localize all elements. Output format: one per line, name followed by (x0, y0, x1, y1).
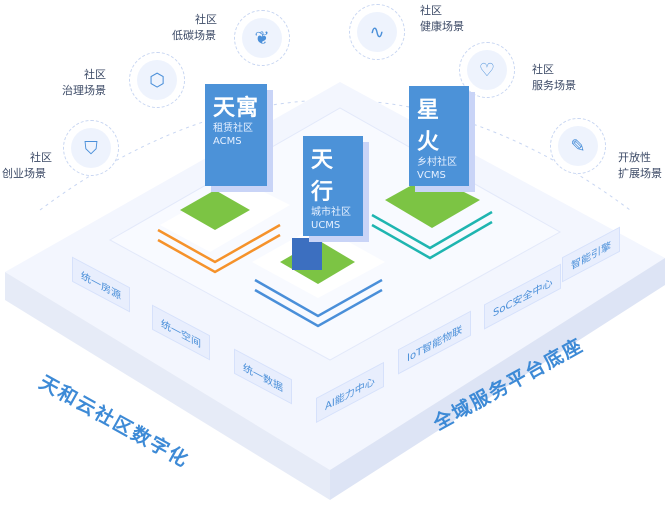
hexagon-icon: ⬡ (137, 60, 177, 100)
product-code: VCMS (417, 170, 446, 181)
scenario-extension[interactable]: ✎ (550, 118, 606, 174)
product-flag-ucms[interactable]: 天行 城市社区 UCMS (303, 136, 363, 236)
scenario-label: 社区 (195, 13, 217, 26)
product-flag-acms[interactable]: 天寓 租赁社区 ACMS (205, 84, 267, 186)
scenario-label: 服务场景 (532, 79, 576, 92)
product-title: 天寓 (213, 96, 260, 121)
heart-hand-icon: ♡ (467, 50, 507, 90)
scenario-governance[interactable]: ⬡ (129, 52, 185, 108)
heartbeat-icon: ∿ (357, 12, 397, 52)
scenario-health[interactable]: ∿ (349, 4, 405, 60)
scenario-label: 治理场景 (62, 84, 106, 97)
scenario-service[interactable]: ♡ (459, 42, 515, 98)
product-subtitle: 城市社区 (311, 207, 351, 218)
certificate-icon: ⛉ (71, 128, 111, 168)
scenario-label: 社区 (532, 63, 554, 76)
scenario-label: 开放性 (618, 151, 651, 164)
scenario-label: 社区 (420, 4, 442, 17)
edit-icon: ✎ (558, 126, 598, 166)
product-code: UCMS (311, 220, 341, 231)
product-subtitle: 租赁社区 (213, 123, 253, 134)
scenario-label: 健康场景 (420, 20, 464, 33)
product-flag-vcms[interactable]: 星火 乡村社区 VCMS (409, 86, 469, 186)
scenario-low-carbon[interactable]: ❦ (234, 10, 290, 66)
product-subtitle: 乡村社区 (417, 157, 457, 168)
product-code: ACMS (213, 136, 242, 147)
product-title: 天行 (311, 148, 335, 205)
leaf-icon: ❦ (242, 18, 282, 58)
scenario-label: 社区 (84, 68, 106, 81)
scenario-label: 社区 (30, 151, 52, 164)
scenario-label: 扩展场景 (618, 167, 662, 180)
scenario-label: 创业场景 (2, 167, 46, 180)
product-title: 星火 (417, 98, 441, 155)
scenario-label: 低碳场景 (172, 29, 216, 42)
scenario-entrepreneurship[interactable]: ⛉ (63, 120, 119, 176)
